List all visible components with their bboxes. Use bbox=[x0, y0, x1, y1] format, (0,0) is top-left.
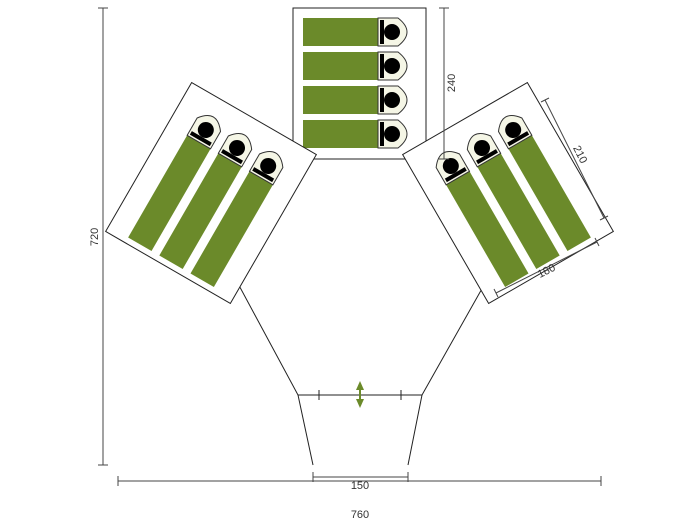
sleeping-bag bbox=[190, 151, 284, 288]
sleeping-bag-collar bbox=[380, 122, 384, 146]
sleeping-bag bbox=[303, 17, 408, 47]
room-top-sleeping-bags bbox=[303, 17, 408, 149]
sleeper-head-icon bbox=[474, 139, 490, 156]
sleeping-bag-collar bbox=[380, 88, 384, 112]
sleeper-head-icon bbox=[384, 92, 400, 108]
sleeping-bag-collar bbox=[189, 131, 212, 147]
sleeping-bag-body bbox=[303, 52, 384, 80]
dimension-lines bbox=[98, 7, 609, 486]
sleeping-bag bbox=[128, 115, 222, 252]
sleeper-head-icon bbox=[384, 24, 400, 40]
sleeping-bag bbox=[303, 119, 408, 149]
sleeping-bag-collar bbox=[507, 131, 530, 147]
sleeping-bag-body bbox=[128, 130, 214, 252]
sleeping-bag-body bbox=[190, 166, 276, 288]
room-left-sleeping-bags bbox=[128, 115, 284, 288]
sleeper-head-icon bbox=[229, 139, 245, 156]
sleeper-head-icon bbox=[197, 121, 214, 138]
sleeper-head-icon bbox=[505, 121, 522, 138]
sleeping-bag-collar bbox=[380, 20, 384, 44]
door-arrow-icon bbox=[356, 381, 364, 408]
sleeping-bag-body bbox=[303, 86, 384, 114]
vestibule-outline bbox=[297, 394, 423, 466]
sleeping-bag bbox=[303, 85, 408, 115]
sleeping-bag bbox=[466, 133, 560, 270]
dim-room-depth-label: 240 bbox=[446, 74, 458, 92]
sleeping-bag-collar bbox=[380, 54, 384, 78]
sleeping-bag bbox=[303, 51, 408, 81]
sleeper-head-icon bbox=[442, 157, 459, 174]
room-right-sleeping-bags bbox=[435, 115, 591, 288]
sleeping-bag-collar bbox=[252, 167, 275, 183]
room-left bbox=[104, 81, 318, 305]
sleeping-bag-body bbox=[159, 148, 245, 270]
sleeping-bag-collar bbox=[476, 149, 498, 165]
sleeping-bag bbox=[159, 133, 253, 270]
room-right bbox=[401, 81, 615, 305]
dim-entrance-width-label: 150 bbox=[351, 480, 369, 492]
sleeper-head-icon bbox=[384, 126, 400, 142]
sleeping-bag-body bbox=[474, 148, 560, 270]
sleeping-bag-body bbox=[443, 166, 529, 288]
dim-total-width-label: 760 bbox=[351, 509, 369, 521]
sleeping-bag-body bbox=[303, 18, 384, 46]
dim-room-width-line bbox=[495, 241, 598, 294]
sleeper-head-icon bbox=[384, 58, 400, 74]
sleeping-bag bbox=[435, 151, 529, 288]
sleeping-bag-body bbox=[505, 130, 591, 252]
dim-total-height-label: 720 bbox=[89, 228, 101, 246]
sleeper-head-icon bbox=[260, 157, 277, 174]
room-top bbox=[292, 7, 427, 160]
sleeping-bag bbox=[497, 115, 591, 252]
sleeping-bag-collar bbox=[444, 167, 467, 183]
dim-room-length-line bbox=[544, 99, 605, 219]
sleeping-bag-body bbox=[303, 120, 384, 148]
sleeping-bag-collar bbox=[221, 149, 243, 165]
